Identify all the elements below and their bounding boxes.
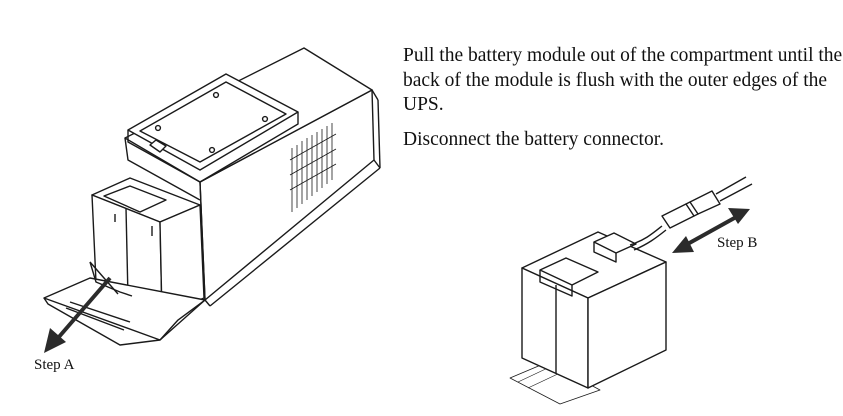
instruction-pull-module: Pull the battery module out of the compa… (403, 45, 843, 115)
vent-grille (289, 123, 337, 212)
step-b-arrow (672, 208, 750, 253)
front-bezel (127, 73, 299, 183)
instruction-disconnect: Disconnect the battery connector. (403, 128, 664, 150)
step-a-label: Step A (34, 357, 75, 373)
battery-connector-illustration (509, 176, 753, 405)
step-b-label: Step B (717, 235, 758, 251)
instructions-text: Pull the battery module out of the compa… (403, 44, 843, 162)
step-a-arrow (44, 276, 112, 353)
battery-tray (43, 261, 206, 346)
